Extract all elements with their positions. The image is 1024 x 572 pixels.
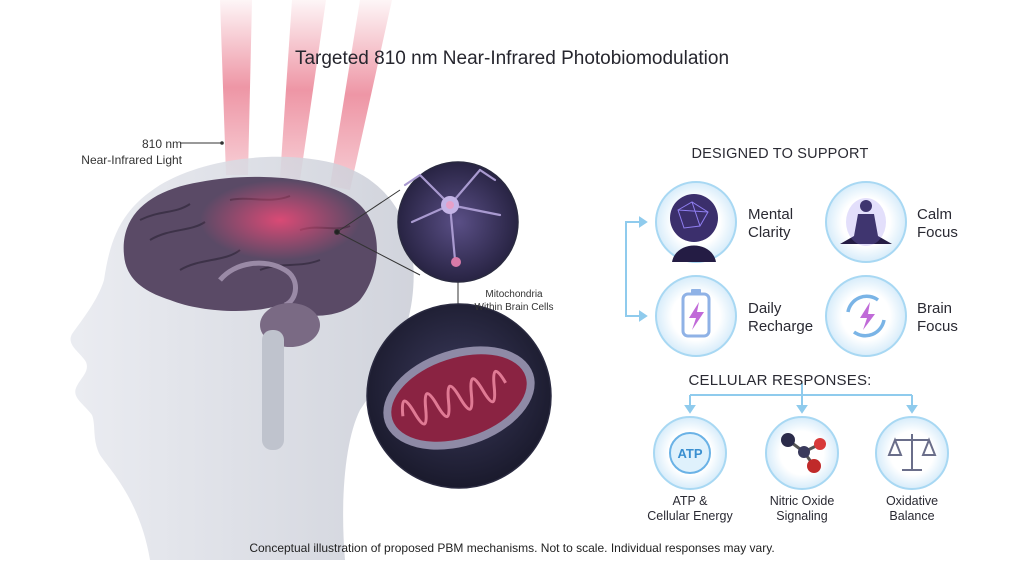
benefit-mental-clarity: Mental Clarity [748,206,793,242]
neuron-inset [397,161,519,283]
mitochondria-label: Mitochondria Within Brain Cells [466,288,562,314]
response-connectors [684,383,918,414]
page-title: Targeted 810 nm Near-Infrared Photobiomo… [294,48,730,69]
support-bracket [625,216,648,322]
benefit-line1: Mental [748,206,794,223]
meditation-icon [825,181,907,263]
response-line1: ATP & [672,494,708,508]
atp-icon [653,416,727,490]
nir-light-label: 810 nm Near-Infrared Light [62,136,182,168]
benefit-line2: Focus [917,318,958,335]
nir-label-line1: 810 nm [141,137,182,151]
nir-label-line2: Near-Infrared Light [81,153,182,167]
molecule-icon [765,416,839,490]
atp-icon-text: ATP [677,446,703,461]
response-line2: Cellular Energy [647,509,733,523]
balance-scale-icon [875,416,949,490]
mito-label-line1: Mitochondria [485,289,543,300]
response-line2: Signaling [776,509,828,523]
benefit-line2: Recharge [748,318,814,335]
response-oxidative-balance: Oxidative Balance [852,494,972,524]
brain-network-icon [655,181,737,263]
brain [123,176,377,450]
mitochondria-inset [366,303,552,489]
response-atp: ATP & Cellular Energy [630,494,750,524]
response-line2: Balance [889,509,935,523]
mito-label-line2: Within Brain Cells [474,302,554,313]
benefit-line1: Brain [917,300,953,317]
benefit-line1: Daily [748,300,782,317]
cycle-bolt-icon [825,275,907,357]
battery-bolt-icon [655,275,737,357]
benefit-daily-recharge: Daily Recharge [748,300,813,336]
benefit-calm-focus: Calm Focus [917,206,958,242]
benefit-line1: Calm [917,206,953,223]
benefit-line2: Focus [917,224,958,241]
support-heading: DESIGNED TO SUPPORT [691,146,869,162]
response-nitric-oxide: Nitric Oxide Signaling [742,494,862,524]
cellular-heading: CELLULAR RESPONSES: [688,372,872,389]
footnote: Conceptual illustration of proposed PBM … [249,541,775,555]
nir-light-beams [220,0,392,190]
response-line1: Nitric Oxide [769,494,835,508]
benefit-line2: Clarity [748,224,791,241]
response-line1: Oxidative [885,494,939,508]
benefit-brain-focus: Brain Focus [917,300,958,336]
